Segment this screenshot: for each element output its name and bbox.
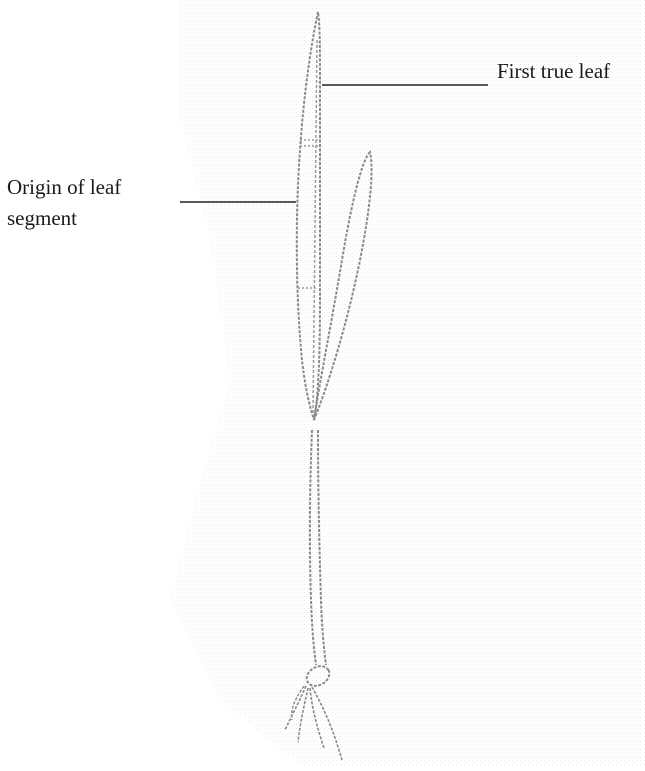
label-origin-of-leaf-segment-line2: segment — [7, 205, 77, 231]
label-first-true-leaf: First true leaf — [497, 58, 610, 84]
label-origin-of-leaf-segment-line1: Origin of leaf — [7, 174, 121, 200]
background-stipple — [170, 0, 645, 766]
